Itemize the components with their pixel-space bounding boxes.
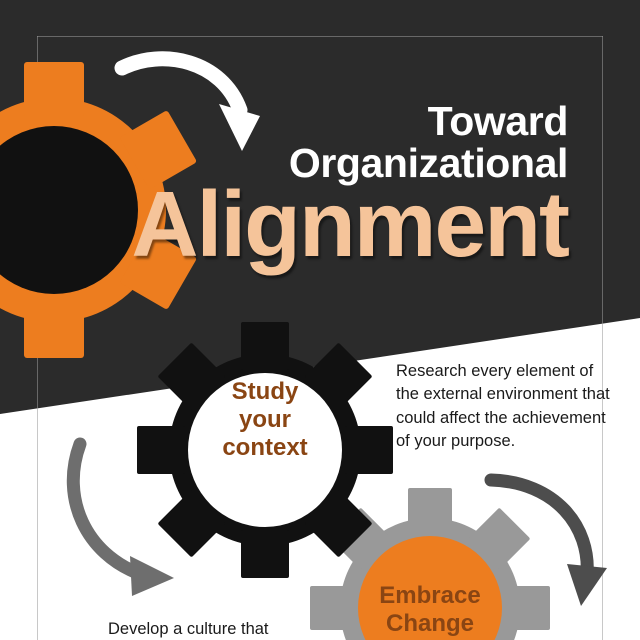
title-line-1: Toward (427, 98, 569, 144)
gear-orange-decorative (0, 60, 204, 360)
arrow-gray-right-icon (483, 468, 608, 608)
poster-title: Toward Organizational Alignment (68, 98, 570, 277)
frame-top-line (37, 36, 603, 37)
gear-embrace-change (310, 488, 550, 640)
title-line-3: Alignment (131, 172, 570, 277)
description-embrace-change: Develop a culture that (108, 620, 269, 638)
title-line-2: Organizational (288, 140, 569, 187)
description-study-context: Research every element of the external e… (396, 362, 610, 451)
arrow-gray-left-icon (66, 432, 198, 597)
frame-right-line (602, 36, 603, 640)
arrow-clockwise-white-icon (114, 51, 268, 154)
gear-study-context (137, 322, 393, 578)
